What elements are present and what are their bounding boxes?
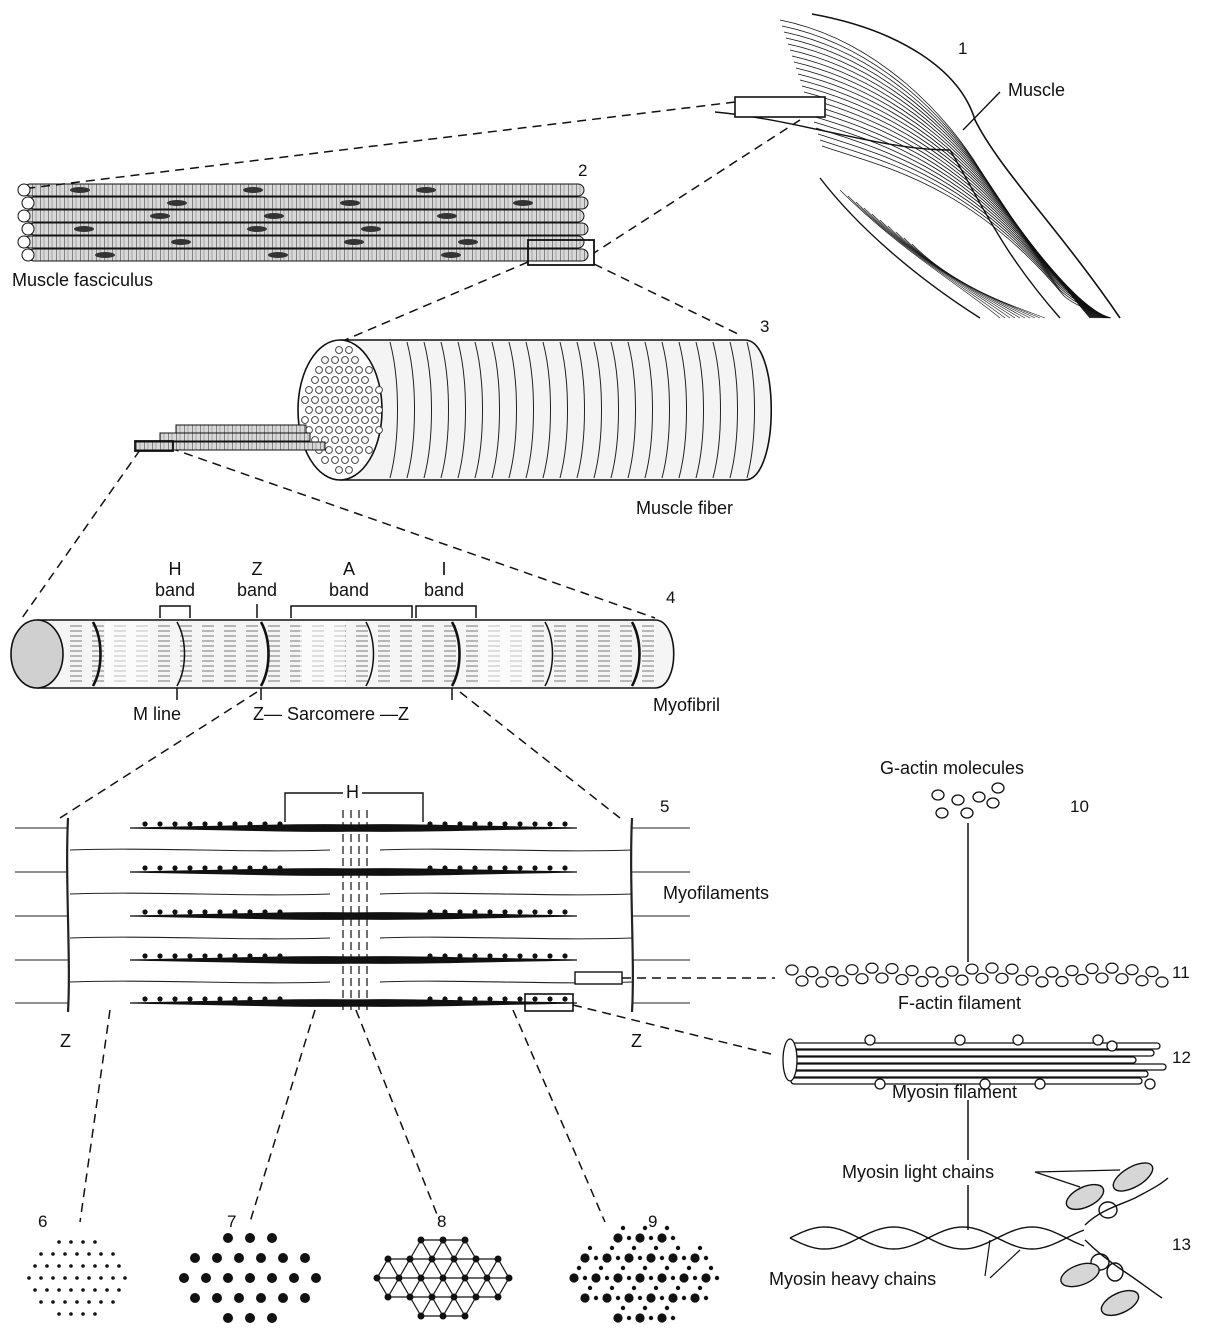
band-label-a: A band	[321, 559, 377, 601]
label-myosin-light-chains: Myosin light chains	[842, 1162, 994, 1182]
band-word: band	[321, 580, 377, 601]
whole-muscle	[715, 14, 1120, 318]
number-2: 2	[578, 162, 587, 180]
label-myofibril: Myofibril	[653, 695, 720, 715]
label-myosin-filament: Myosin filament	[892, 1082, 1017, 1102]
muscle-sample-box	[735, 97, 825, 117]
label-fasciculus: Muscle fasciculus	[12, 270, 153, 290]
band-label-i: I band	[416, 559, 472, 601]
number-9: 9	[648, 1213, 657, 1231]
band-letter: H	[147, 559, 203, 580]
number-8: 8	[437, 1213, 446, 1231]
label-muscle-fiber: Muscle fiber	[636, 498, 733, 518]
label-myosin-heavy-chains: Myosin heavy chains	[769, 1269, 936, 1289]
actin-sample-box	[575, 972, 622, 984]
label-m-line: M line	[133, 704, 181, 724]
label-z-right: Z	[631, 1031, 642, 1051]
band-word: band	[147, 580, 203, 601]
number-6: 6	[38, 1213, 47, 1231]
number-4: 4	[666, 589, 675, 607]
muscle-fiber	[135, 340, 771, 480]
band-letter: Z	[229, 559, 285, 580]
number-7: 7	[227, 1213, 236, 1231]
label-g-actin: G-actin molecules	[880, 758, 1024, 778]
label-z-left: Z	[60, 1031, 71, 1051]
label-sarcomere: Z— Sarcomere —Z	[253, 704, 409, 724]
cross-section-m-line	[374, 1237, 513, 1320]
m-line-dashes	[343, 810, 367, 1010]
muscle-fasciculus	[18, 184, 594, 265]
number-10: 10	[1070, 798, 1089, 816]
cross-section-i-band	[27, 1240, 127, 1316]
band-letter: A	[321, 559, 377, 580]
band-label-z: Z band	[229, 559, 285, 601]
number-11: 11	[1172, 964, 1190, 982]
label-myofilaments: Myofilaments	[663, 883, 769, 903]
myofilaments	[15, 793, 690, 1012]
band-word: band	[229, 580, 285, 601]
label-h-zone: H	[343, 782, 362, 802]
myofibril	[11, 604, 674, 700]
myosin-filament	[783, 1035, 1166, 1089]
g-actin-molecules	[932, 783, 1004, 818]
band-word: band	[416, 580, 472, 601]
number-1: 1	[958, 40, 967, 58]
label-muscle: Muscle	[1008, 80, 1065, 100]
cross-section-h-zone	[179, 1233, 321, 1323]
band-label-h: H band	[147, 559, 203, 601]
band-letter: I	[416, 559, 472, 580]
label-f-actin: F-actin filament	[898, 993, 1021, 1013]
muscle-leader-line	[963, 92, 1000, 130]
number-3: 3	[760, 318, 769, 336]
number-5: 5	[660, 798, 669, 816]
number-12: 12	[1172, 1049, 1191, 1067]
emerging-myofibrils	[135, 425, 325, 451]
f-actin-filament	[786, 963, 1168, 987]
cross-section-overlap	[569, 1226, 719, 1323]
number-13: 13	[1172, 1236, 1191, 1254]
